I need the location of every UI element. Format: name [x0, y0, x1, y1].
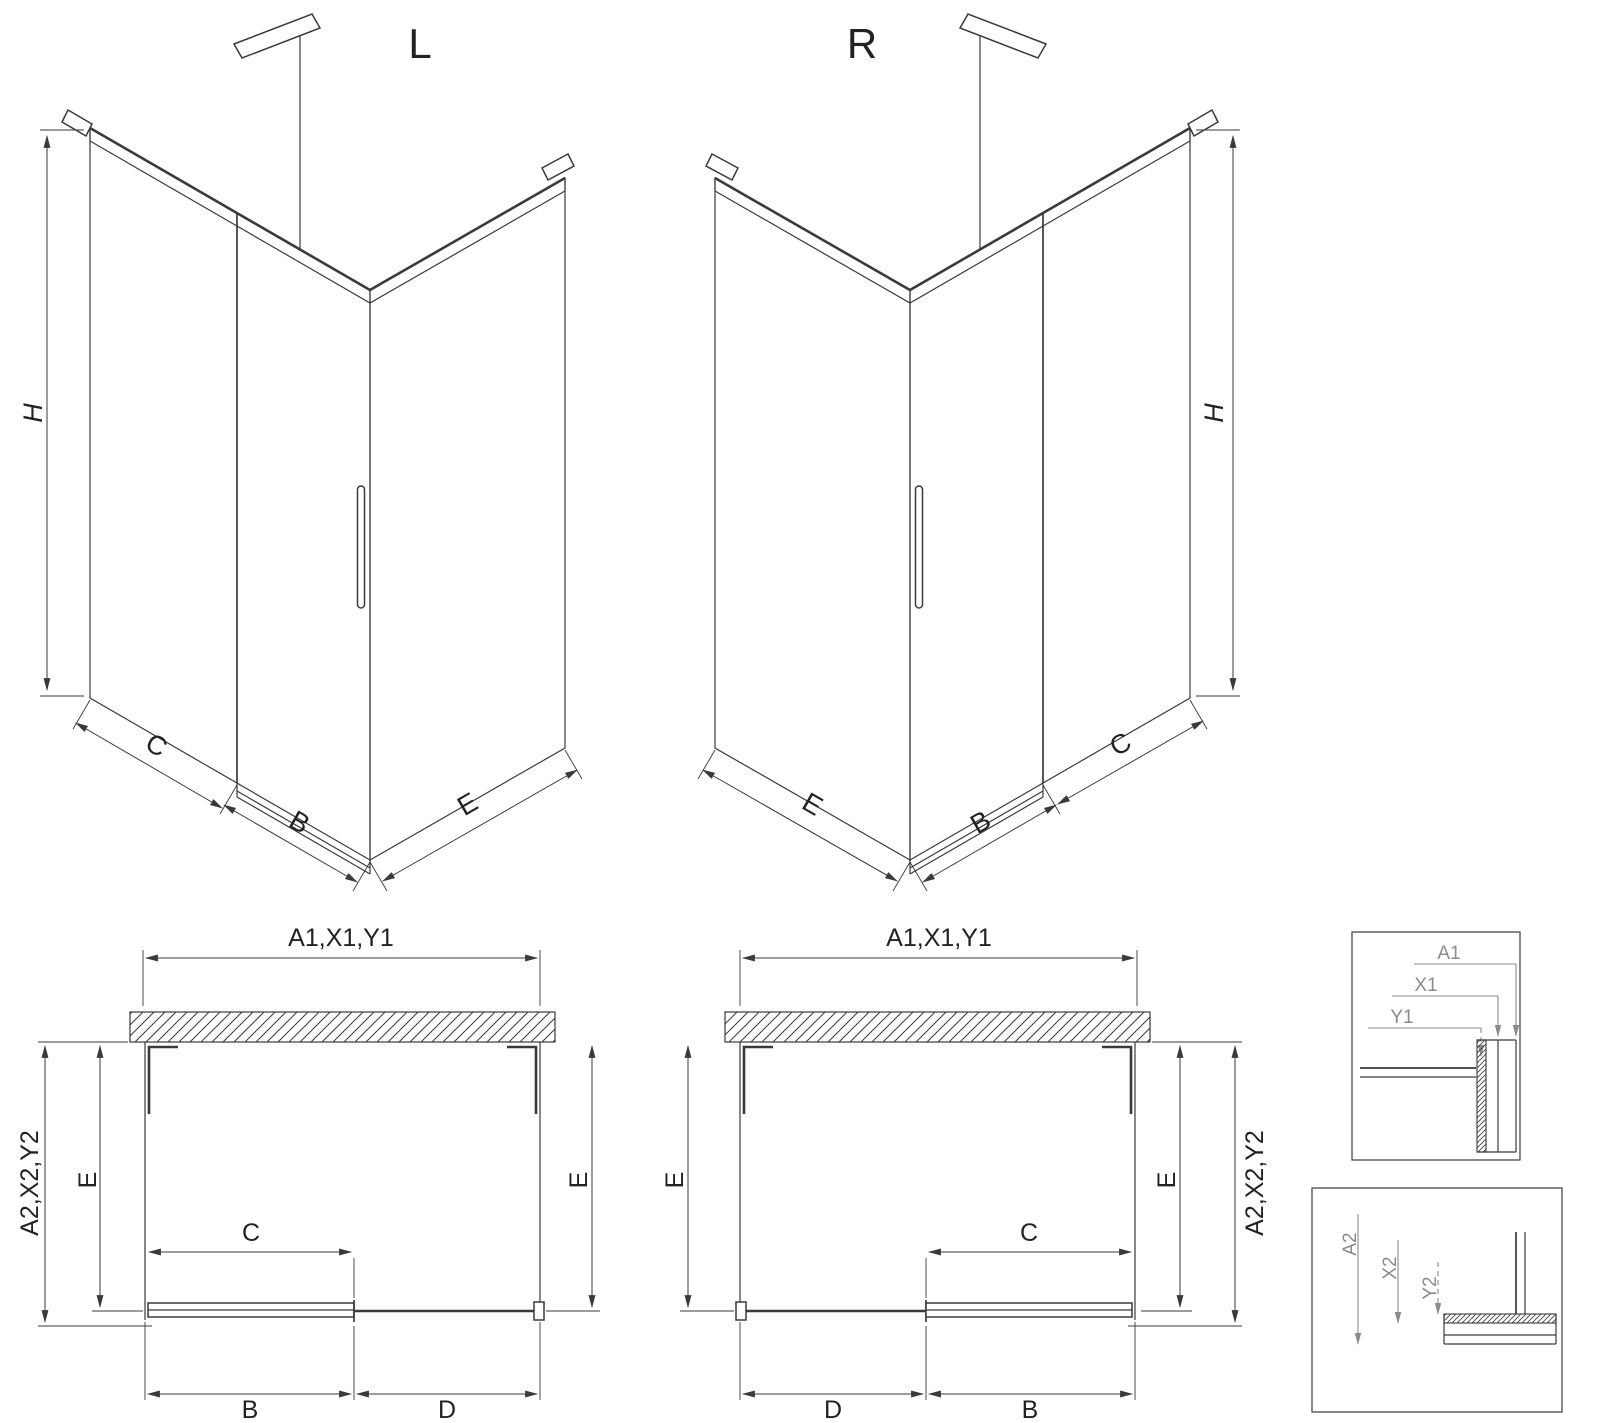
iso-left-label: L	[408, 20, 431, 67]
plan-right-left-wall-profile	[742, 1045, 773, 1114]
plan-right-dim-outer-right-label: A2,X2,Y2	[1241, 1130, 1269, 1236]
iso-view-left: L H C B	[18, 13, 583, 892]
plan-left-width-dim-label: A1,X1,Y1	[288, 924, 394, 952]
plan-view-right: A1,X1,Y1 C E E A2,X2,Y2 D	[661, 924, 1269, 1423]
iso-left-back-glass-panel	[89, 126, 371, 862]
iso-left-door-handle	[356, 485, 366, 609]
detail-box-bottom: A2 X2 Y2	[1311, 1187, 1563, 1413]
iso-view-right: R H E B	[697, 13, 1240, 892]
detail-box-top: A1 X1 Y1	[1351, 931, 1521, 1161]
iso-left-dim-b-label: B	[284, 805, 315, 840]
detail-bottom-glass-section	[1443, 1313, 1557, 1324]
iso-right-back-glass-panel	[909, 126, 1191, 862]
iso-right-wall-bracket-left	[705, 152, 739, 182]
plan-left-wall-hatch	[129, 1011, 556, 1043]
plan-left-dim-e-left-label: E	[74, 1172, 102, 1189]
plan-left-dim-e-right-label: E	[565, 1172, 593, 1189]
iso-left-dim-e-label: E	[452, 787, 483, 822]
plan-left-dim-outer-left-label: A2,X2,Y2	[16, 1130, 44, 1236]
plan-left-dim-c-label: C	[242, 1219, 260, 1247]
plan-right-right-wall-profile	[1102, 1045, 1133, 1114]
iso-right-side-glass-panel	[714, 176, 911, 862]
iso-right-dim-e-line	[702, 769, 898, 882]
plan-left-end-profile	[533, 1301, 545, 1321]
plan-right-wall-hatch	[724, 1011, 1151, 1043]
iso-right-dim-b-label: B	[965, 805, 996, 840]
plan-left-dim-d-label: D	[438, 1396, 456, 1423]
plan-right-end-profile	[735, 1301, 747, 1321]
plan-left-dim-b-label: B	[242, 1396, 259, 1423]
detail-bottom-label-y2: Y2	[1420, 1276, 1441, 1299]
iso-right-dim-e-label: E	[797, 787, 828, 822]
iso-right-label: R	[847, 20, 877, 67]
plan-view-left: A1,X1,Y1 C E A2,X2,Y2 E B	[16, 924, 600, 1423]
iso-left-dim-c-label: C	[141, 727, 173, 763]
detail-top-glass-section	[1476, 1039, 1487, 1153]
iso-right-height-dim-label: H	[1199, 403, 1229, 423]
detail-top-label-a1: A1	[1437, 943, 1460, 964]
iso-left-dim-c-line	[75, 722, 223, 809]
plan-right-dim-c-label: C	[1020, 1219, 1038, 1247]
plan-right-dim-e-left-label: E	[661, 1172, 689, 1189]
iso-right-top-rail	[714, 126, 1191, 292]
iso-left-dim-b-line	[223, 804, 358, 883]
plan-right-dim-e-right-label: E	[1153, 1172, 1181, 1189]
plan-left-right-wall-profile	[507, 1045, 538, 1114]
iso-right-dim-c-line	[1057, 720, 1204, 805]
iso-left-wall-bracket-right	[541, 152, 575, 182]
iso-right-door-handle	[914, 485, 924, 609]
iso-left-dim-e-line	[382, 769, 578, 882]
plan-right-dim-b-label: B	[1022, 1396, 1039, 1423]
detail-bottom-border	[1311, 1187, 1563, 1413]
iso-left-height-dim-label: H	[18, 403, 48, 423]
detail-bottom-label-a2: A2	[1340, 1232, 1361, 1255]
detail-top-label-y1: Y1	[1390, 1007, 1413, 1028]
iso-right-ceiling-bracket	[958, 13, 1048, 59]
plan-left-left-wall-profile	[147, 1045, 178, 1114]
iso-left-ceiling-bracket	[232, 13, 322, 59]
detail-top-label-x1: X1	[1414, 975, 1437, 996]
iso-right-wall-bracket-right	[1187, 108, 1219, 138]
iso-left-wall-bracket-left	[61, 108, 93, 138]
detail-top-border	[1351, 931, 1521, 1161]
plan-right-width-dim-label: A1,X1,Y1	[886, 924, 992, 952]
iso-right-dim-b-line	[922, 804, 1057, 883]
iso-left-top-rail	[89, 126, 566, 292]
detail-bottom-label-x2: X2	[1380, 1256, 1401, 1279]
iso-left-side-glass-panel	[369, 176, 566, 862]
plan-right-dim-d-label: D	[824, 1396, 842, 1423]
